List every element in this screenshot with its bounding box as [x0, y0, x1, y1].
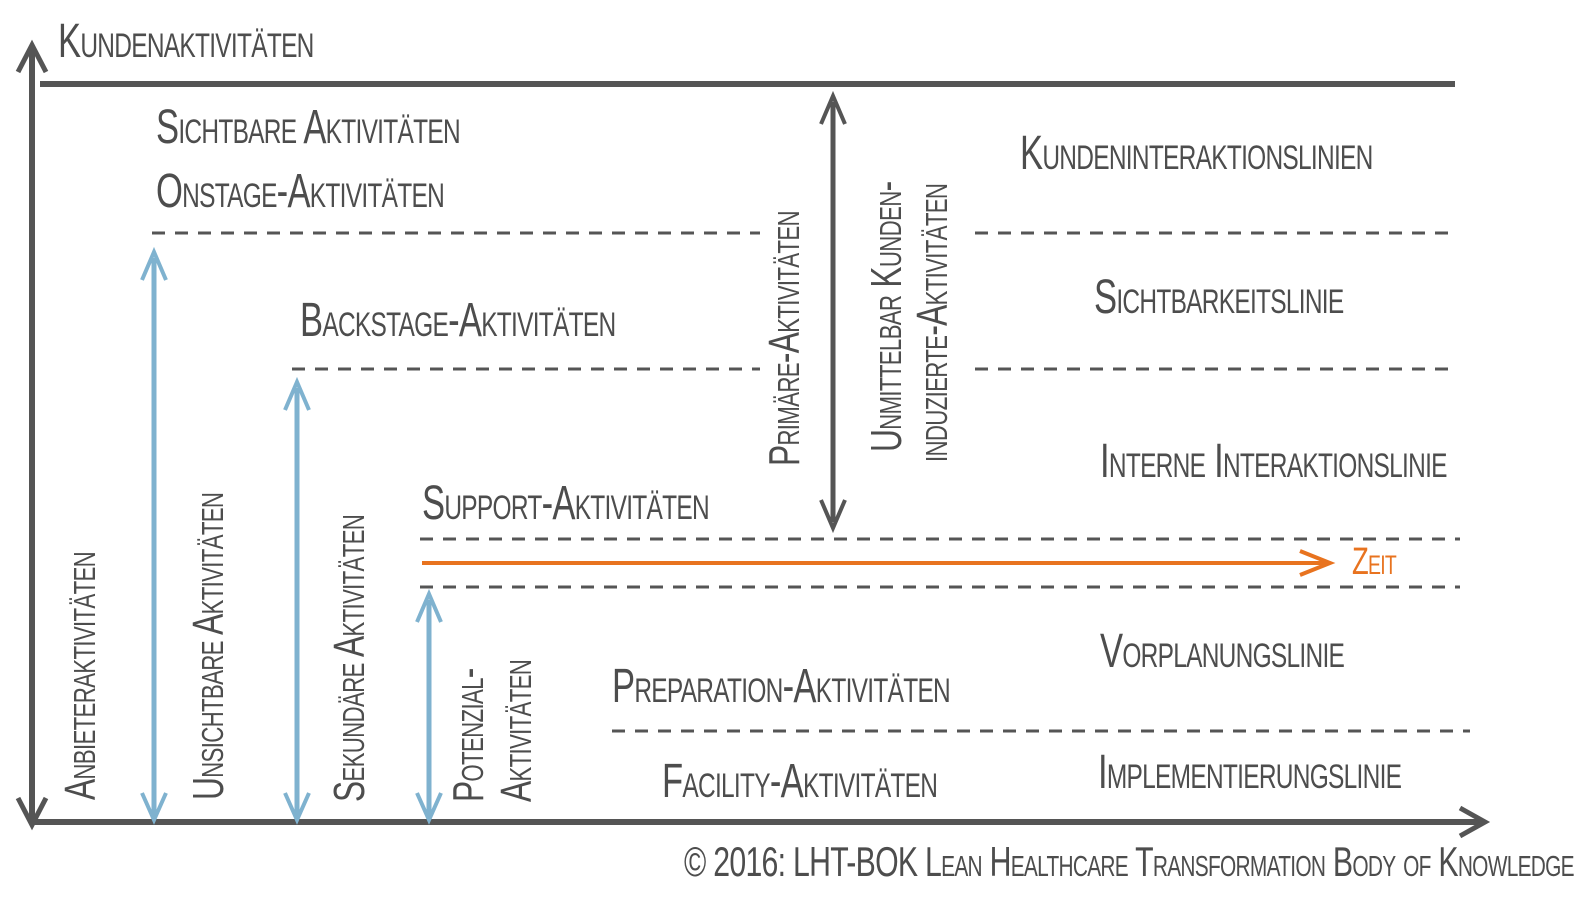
preparation-activities-label: Preparation-Aktivitäten [612, 660, 951, 713]
induced-activities-label-line2: induzierte-Aktivitäten [908, 183, 957, 462]
left-axis-label: Anbieteraktivitäten [56, 551, 105, 800]
bottom-axis [32, 805, 1491, 839]
customer-interaction-line-label: Kundeninteraktionslinien [1020, 127, 1373, 180]
time-label: Zeit [1352, 541, 1397, 583]
invisible-activities-label: Unsichtbare Aktivitäten [184, 492, 233, 800]
primary-activities-label: Primäre-Aktivitäten [760, 211, 809, 466]
induced-activities-label-line1: Unmittelbar Kunden- [862, 181, 911, 452]
top-axis-label: Kundenaktivitäten [58, 15, 314, 68]
primary-activities-arrow [819, 90, 847, 534]
blueprint-diagram: Kundenaktivitäten Sichtbare Aktivitäten … [15, 15, 1574, 885]
visible-activities-label: Sichtbare Aktivitäten [156, 101, 461, 154]
secondary-activities-arrow [283, 376, 311, 825]
potential-activities-label-line1: Potenzial- [444, 668, 493, 802]
onstage-activities-label: Onstage-Aktivitäten [156, 165, 445, 218]
support-activities-label: Support-Aktivitäten [422, 477, 710, 530]
copyright-text: © 2016: LHT-BOK Lean Healthcare Transfor… [684, 838, 1574, 885]
visibility-line-label: Sichtbarkeitslinie [1094, 271, 1344, 324]
preplanning-line-label: Vorplanungslinie [1100, 625, 1345, 678]
left-axis [15, 39, 49, 831]
time-arrow [422, 549, 1336, 577]
implementation-line-label: Implementierungslinie [1098, 746, 1402, 799]
diagram-lines [15, 39, 1491, 839]
facility-activities-label: Facility-Aktivitäten [662, 755, 938, 808]
potential-activities-arrow [415, 588, 443, 825]
secondary-activities-label: Sekundäre Aktivitäten [325, 514, 374, 802]
potential-activities-label-line2: Aktivitäten [492, 659, 541, 802]
internal-interaction-line-label: Interne Interaktionslinie [1100, 435, 1448, 488]
backstage-activities-label: Backstage-Aktivitäten [300, 294, 616, 347]
invisible-activities-arrow [140, 246, 168, 825]
